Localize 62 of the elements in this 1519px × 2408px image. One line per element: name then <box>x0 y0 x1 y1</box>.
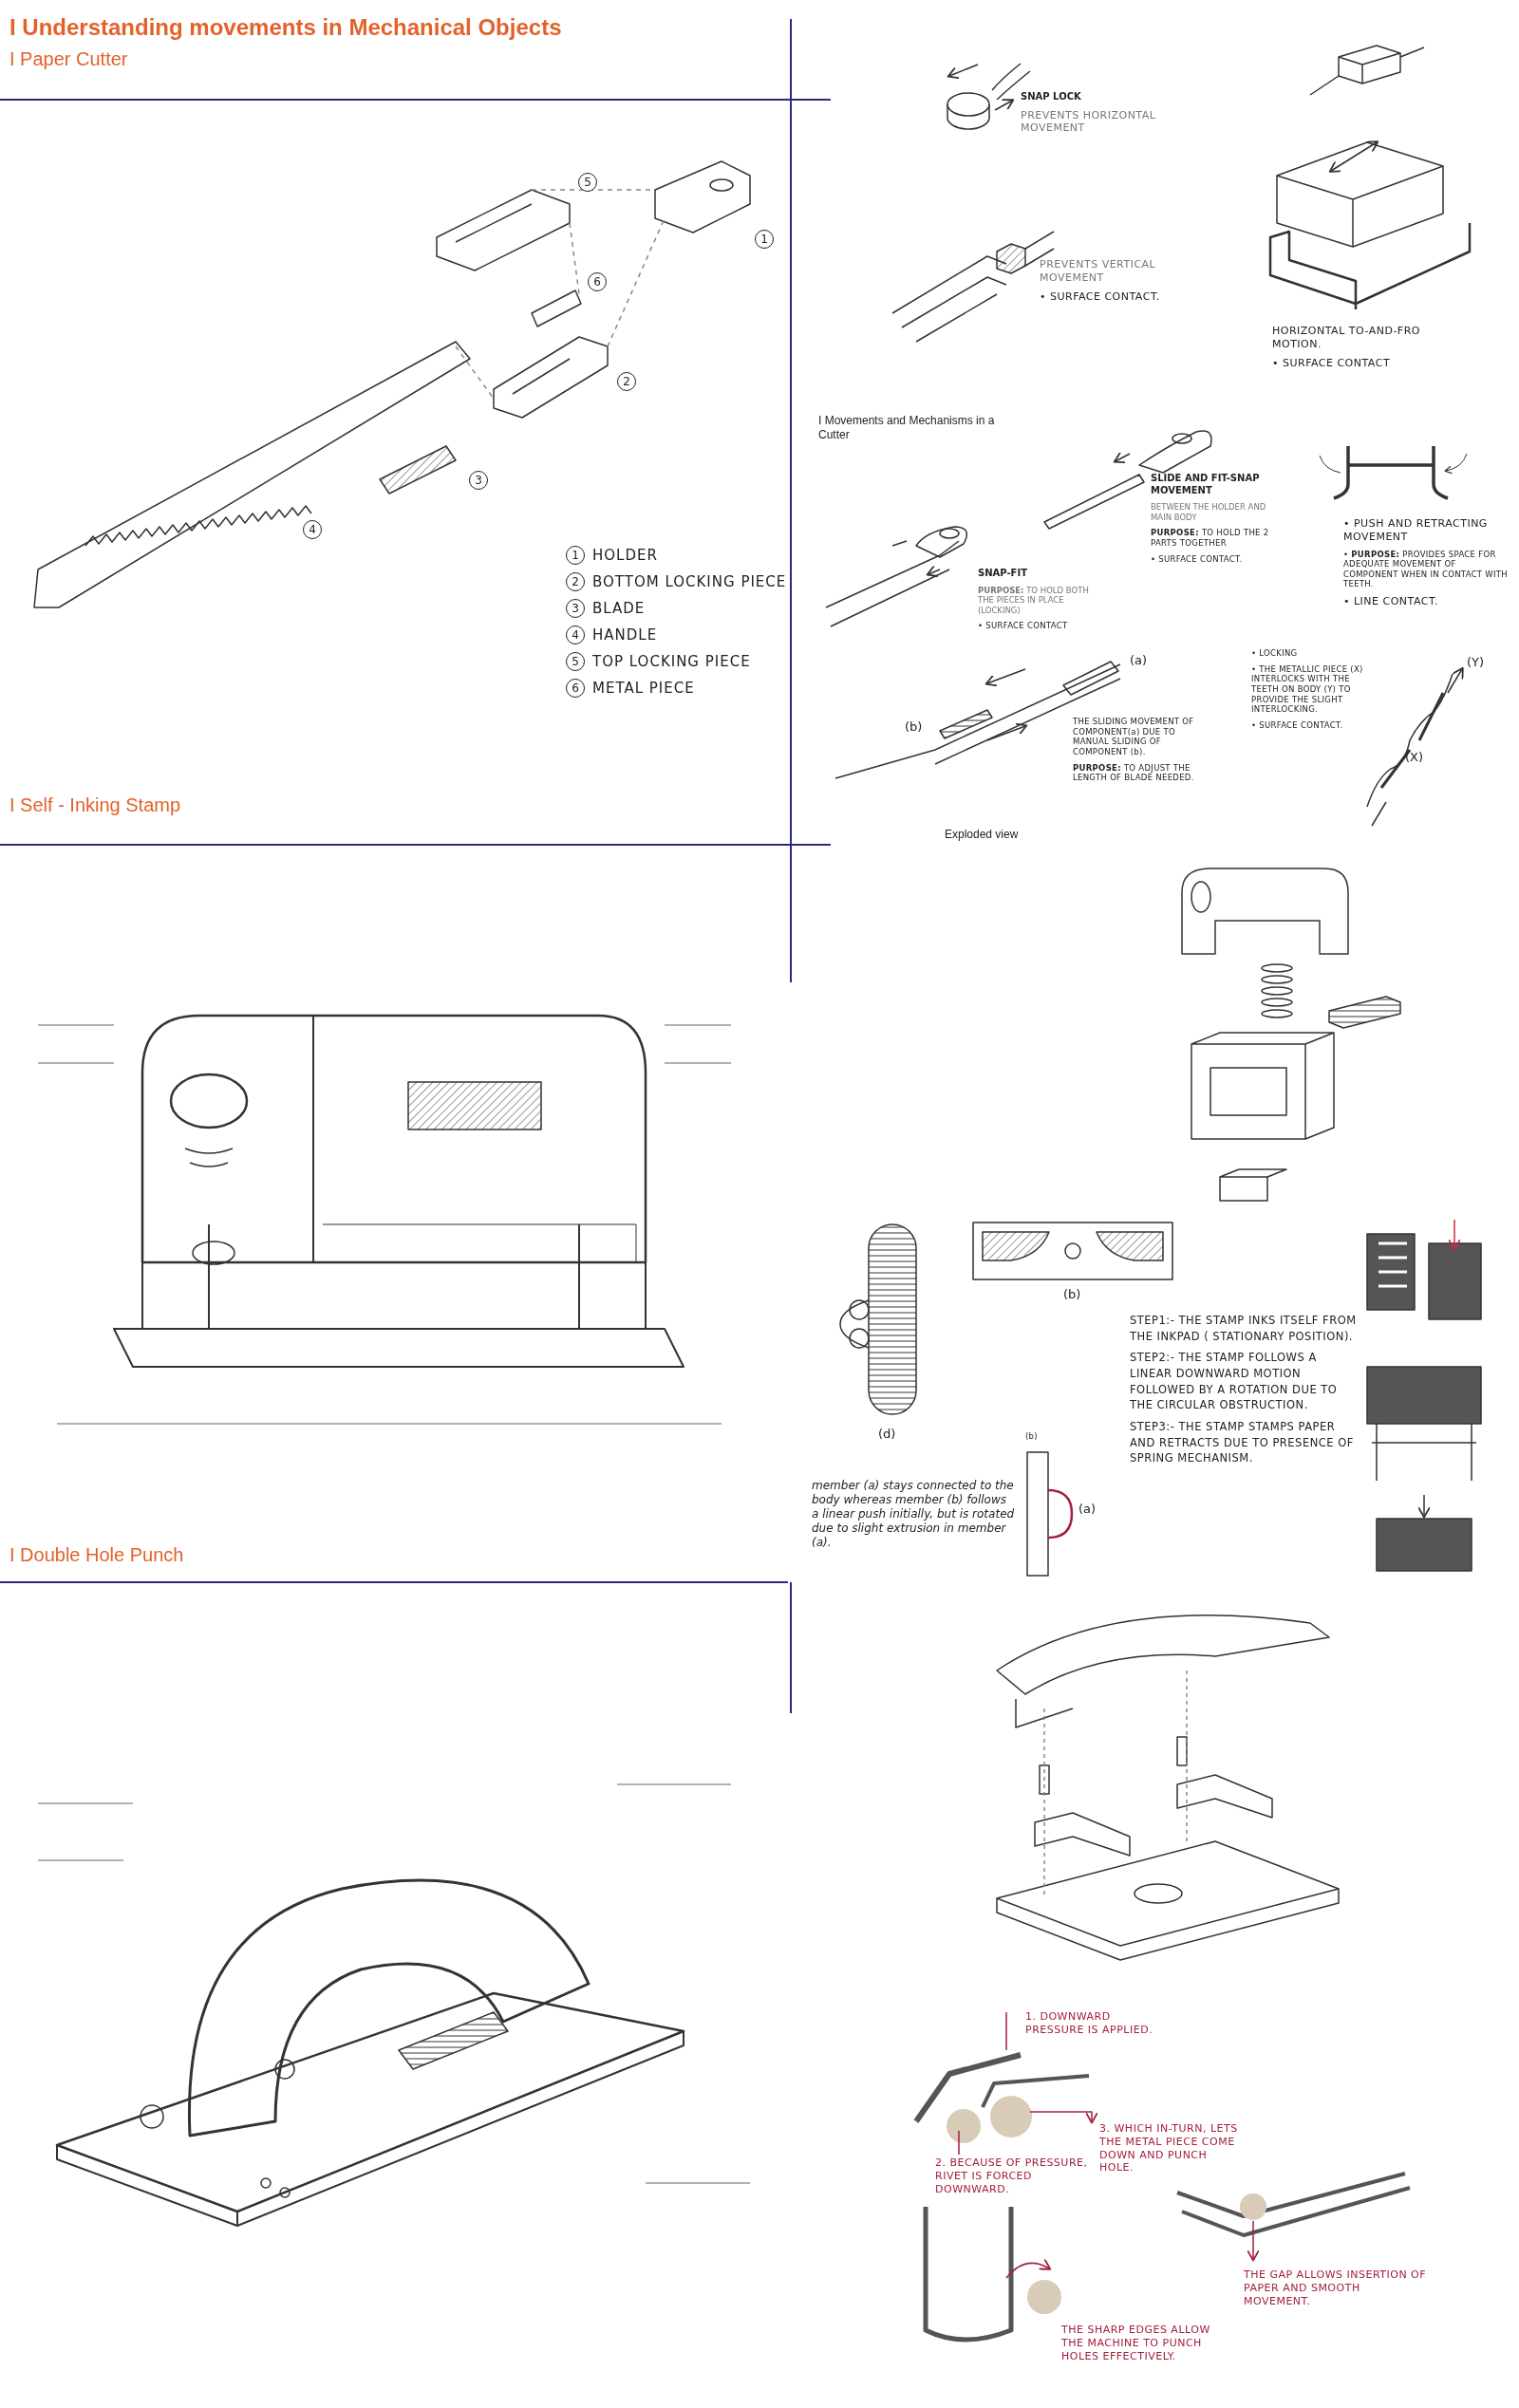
annotation: • LINE CONTACT. <box>1343 595 1439 608</box>
callout-number: 3 <box>566 599 585 618</box>
annotation: 3. WHICH IN-TURN, LETS THE METAL PIECE COME DOWN AND PUNCH HOLE. <box>1099 2122 1239 2175</box>
annotation: THE SHARP EDGES ALLOW THE MACHINE TO PUNCH HOLES EFFECTIVELY. <box>1061 2324 1211 2363</box>
annotation: SNAP LOCK <box>1021 91 1082 103</box>
callout-number: 6 <box>588 272 607 291</box>
annotation: HORIZONTAL TO-AND-FRO MOTION. <box>1272 325 1421 351</box>
callout-number: 5 <box>566 652 585 671</box>
section-heading: I Double Hole Punch <box>9 1543 185 1567</box>
part-label: (a) <box>1078 1502 1097 1518</box>
part-label: (Y) <box>1467 655 1485 671</box>
annotation: PREVENTS HORIZONTAL MOVEMENT <box>1021 108 1157 135</box>
part-label: (b) <box>905 719 923 736</box>
part-label: (a) <box>1130 653 1148 669</box>
step-description: STEP1:- THE STAMP INKS ITSELF FROM THE INKPAD ( STATIONARY POSITION). <box>1130 1313 1358 1345</box>
callout-number: 3 <box>469 471 488 490</box>
callout-number: 5 <box>578 173 597 192</box>
annotation: SLIDE AND FIT-SNAP MOVEMENT <box>1151 473 1261 496</box>
annotation: BETWEEN THE HOLDER AND MAIN BODY <box>1151 502 1267 523</box>
part-name: METAL PIECE <box>592 679 695 698</box>
annotation: • SURFACE CONTACT. <box>1151 553 1244 565</box>
part-label: (d) <box>878 1427 896 1443</box>
step-description: STEP2:- THE STAMP FOLLOWS A LINEAR DOWNWARD MOTION FOLLOWED BY A ROTATION DUE TO THE CIRCULAR OBSTRUCTION. <box>1130 1350 1339 1414</box>
annotation: • SURFACE CONTACT. <box>1251 719 1344 731</box>
annotation: • SURFACE CONTACT. <box>1040 289 1161 304</box>
annotation: • PUSH AND RETRACTING MOVEMENT <box>1343 517 1489 544</box>
callout-number: 1 <box>755 230 774 249</box>
callout-number: 2 <box>566 572 585 591</box>
annotation: • LOCKING <box>1251 648 1299 659</box>
part-name: HANDLE <box>592 625 658 644</box>
part-label: (b) <box>1063 1287 1081 1303</box>
annotation: 2. BECAUSE OF PRESSURE, RIVET IS FORCED DOWNWARD. <box>935 2156 1089 2196</box>
part-name: BLADE <box>592 599 646 618</box>
part-name: HOLDER <box>592 546 658 565</box>
annotation: 1. DOWNWARD PRESSURE IS APPLIED. <box>1025 2010 1154 2037</box>
callout-number: 4 <box>566 625 585 644</box>
part-name: BOTTOM LOCKING PIECE <box>592 572 787 591</box>
part-label: (X) <box>1405 750 1424 766</box>
annotation: • THE METALLIC PIECE (X) INTERLOCKS WITH THE TEETH ON BODY (Y) TO PROVIDE THE SLIGHT INTERLOCKING. <box>1251 663 1364 715</box>
section-heading: I Movements and Mechanisms in a Cutter <box>818 414 996 442</box>
annotation: PREVENTS VERTICAL MOVEMENT <box>1040 258 1157 285</box>
annotation: • PURPOSE: PROVIDES SPACE FOR ADEQUATE MOVEMENT OF COMPONENT WHEN IN CONTACT WITH TEETH. <box>1343 549 1510 589</box>
callout-number: 2 <box>617 372 636 391</box>
step-description: STEP3:- THE STAMP STAMPS PAPER AND RETRACTS DUE TO PRESENCE OF SPRING MECHANISM. <box>1130 1419 1355 1467</box>
annotation: • SURFACE CONTACT <box>978 621 1069 631</box>
section-heading: Exploded view <box>945 828 1020 842</box>
callout-number: 6 <box>566 679 585 698</box>
page-title: I Understanding movements in Mechanical Objects <box>9 13 562 42</box>
annotation: PURPOSE: TO HOLD THE 2 PARTS TOGETHER <box>1151 528 1269 549</box>
part-name: TOP LOCKING PIECE <box>592 652 751 671</box>
annotation: THE GAP ALLOWS INSERTION OF PAPER AND SMOOTH MOVEMENT. <box>1244 2268 1428 2308</box>
annotation: THE SLIDING MOVEMENT OF COMPONENT(a) DUE TO MANUAL SLIDING OF COMPONENT (b). <box>1073 717 1195 757</box>
annotation: member (a) stays connected to the body whereas member (b) follows a linear push initially, but is rotated due to slight extrusion in member (a). <box>812 1479 1016 1550</box>
callout-number: 1 <box>566 546 585 565</box>
callout-number: 4 <box>303 520 322 539</box>
annotation: (b) <box>1025 1431 1038 1442</box>
annotation: SNAP-FIT <box>978 568 1028 580</box>
annotation: PURPOSE: TO HOLD BOTH THE PIECES IN PLACE (LOCKING) <box>978 585 1090 616</box>
annotation: • SURFACE CONTACT <box>1272 356 1392 370</box>
section-heading: I Paper Cutter <box>9 47 129 71</box>
section-heading: I Self - Inking Stamp <box>9 793 182 817</box>
annotation: PURPOSE: TO ADJUST THE LENGTH OF BLADE NEEDED. <box>1073 762 1195 783</box>
